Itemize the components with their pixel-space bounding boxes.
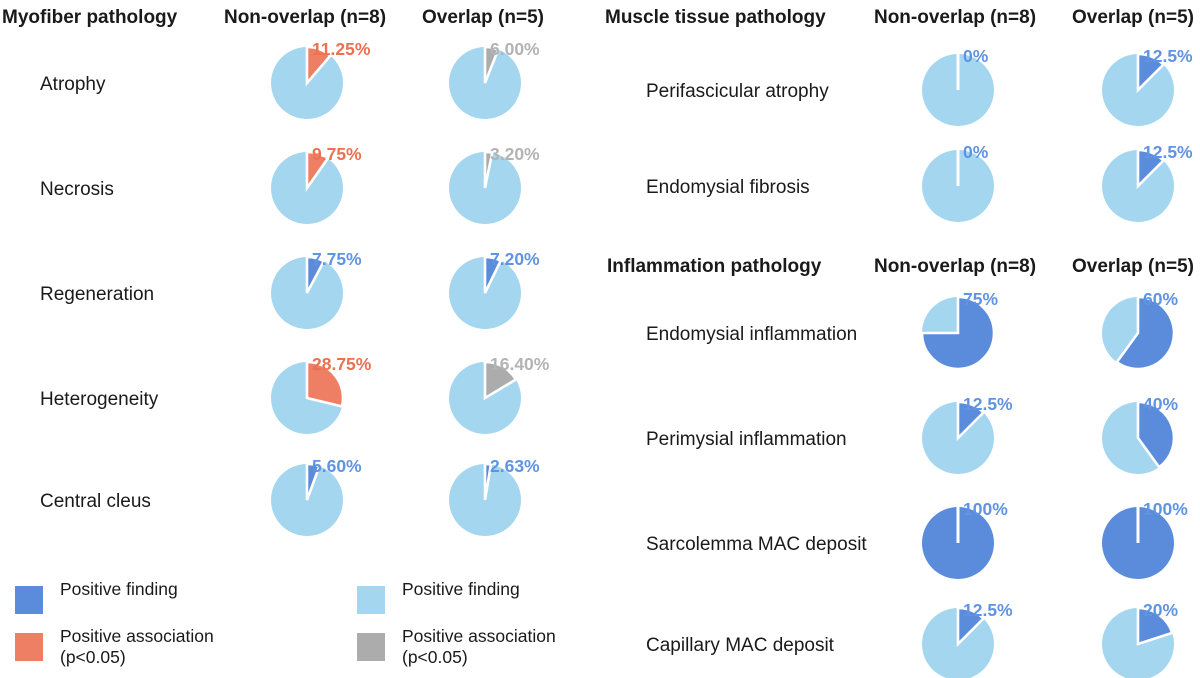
pie-regeneration-overlap [445, 253, 525, 338]
pie-necrosis-non-overlap [267, 148, 347, 233]
pie-value-label-endomysial-inflammation-overlap: 60% [1143, 289, 1179, 309]
pie-value-label-sarcolemma-mac-deposit-overlap: 100% [1143, 499, 1188, 519]
pie-central-cleus-overlap [445, 460, 525, 545]
pie-value-label-central-cleus-overlap: 2.63% [490, 456, 540, 476]
pie-regeneration-non-overlap [267, 253, 347, 338]
row-label-heterogeneity: Heterogeneity [40, 389, 159, 410]
pie-central-cleus-non-overlap [267, 460, 347, 545]
row-label-central-cleus: Central cleus [40, 491, 151, 512]
pie-value-label-heterogeneity-non-overlap: 28.75% [312, 354, 372, 374]
legend-swatch-light-blue [357, 586, 385, 614]
legend-item-positive-finding-light: Positive finding [357, 579, 520, 614]
legend-label: Positive finding [60, 579, 178, 599]
pie-value-label-capillary-mac-deposit-overlap: 20% [1143, 600, 1179, 620]
row-label-perimysial-inflammation: Perimysial inflammation [646, 429, 847, 450]
group-title-myofiber-pathology: Myofiber pathology [2, 7, 178, 28]
legend-swatch-dark-blue [15, 586, 43, 614]
legend-item-positive-association-orange: Positive association (p<0.05) [15, 626, 214, 668]
group-title-muscle-tissue-pathology: Muscle tissue pathology [605, 7, 826, 28]
legend-label: Positive association (p<0.05) [60, 626, 214, 667]
column-header-overlap-left: Overlap (n=5) [422, 7, 544, 28]
pie-perifascicular-atrophy-non-overlap [918, 50, 998, 135]
pie-value-label-perifascicular-atrophy-overlap: 12.5% [1143, 46, 1193, 66]
pie-endomysial-fibrosis-overlap [1098, 146, 1178, 231]
pie-perifascicular-atrophy-overlap [1098, 50, 1178, 135]
pie-heterogeneity-non-overlap [267, 358, 347, 443]
legend-swatch-gray [357, 633, 385, 661]
legend-item-positive-association-gray: Positive association (p<0.05) [357, 626, 556, 668]
row-label-necrosis: Necrosis [40, 179, 114, 200]
pie-endomysial-inflammation-non-overlap [918, 293, 998, 378]
pie-sarcolemma-mac-deposit-non-overlap [918, 503, 998, 588]
legend-swatch-orange [15, 633, 43, 661]
pie-value-label-atrophy-non-overlap: 11.25% [312, 39, 371, 59]
legend-label: Positive finding [402, 579, 520, 599]
column-header-overlap-inflammation: Overlap (n=5) [1072, 256, 1194, 277]
pie-value-label-necrosis-non-overlap: 9.75% [312, 144, 362, 164]
pie-heterogeneity-overlap [445, 358, 525, 443]
row-label-perifascicular-atrophy: Perifascicular atrophy [646, 81, 829, 102]
pie-value-label-central-cleus-non-overlap: 5.60% [312, 456, 362, 476]
row-label-capillary-mac-deposit: Capillary MAC deposit [646, 635, 834, 656]
row-label-endomysial-fibrosis: Endomysial fibrosis [646, 177, 810, 198]
pie-value-label-regeneration-overlap: 7.20% [490, 249, 540, 269]
pie-capillary-mac-deposit-non-overlap [918, 604, 998, 678]
pie-perimysial-inflammation-overlap [1098, 398, 1178, 483]
pie-value-label-endomysial-inflammation-non-overlap: 75% [963, 289, 999, 309]
pie-value-label-endomysial-fibrosis-non-overlap: 0% [963, 142, 989, 162]
row-label-atrophy: Atrophy [40, 74, 106, 95]
group-title-inflammation-pathology: Inflammation pathology [607, 256, 822, 277]
legend-label: Positive association (p<0.05) [402, 626, 556, 667]
pie-endomysial-inflammation-overlap [1098, 293, 1178, 378]
pie-value-label-perifascicular-atrophy-non-overlap: 0% [963, 46, 989, 66]
pie-value-label-atrophy-overlap: 6.00% [490, 39, 540, 59]
pie-value-label-heterogeneity-overlap: 16.40% [490, 354, 550, 374]
pie-endomysial-fibrosis-non-overlap [918, 146, 998, 231]
column-header-overlap-muscle: Overlap (n=5) [1072, 7, 1194, 28]
pie-value-label-sarcolemma-mac-deposit-non-overlap: 100% [963, 499, 1008, 519]
pie-value-label-perimysial-inflammation-overlap: 40% [1143, 394, 1179, 414]
column-header-non-overlap-inflammation: Non-overlap (n=8) [873, 256, 1037, 277]
pie-value-label-perimysial-inflammation-non-overlap: 12.5% [963, 394, 1013, 414]
row-label-regeneration: Regeneration [40, 284, 155, 305]
pie-necrosis-overlap [445, 148, 525, 233]
pie-value-label-capillary-mac-deposit-non-overlap: 12.5% [963, 600, 1013, 620]
pie-value-label-necrosis-overlap: 3.20% [490, 144, 540, 164]
pie-atrophy-overlap [445, 43, 525, 128]
row-label-endomysial-inflammation: Endomysial inflammation [646, 324, 858, 345]
pie-value-label-endomysial-fibrosis-overlap: 12.5% [1143, 142, 1193, 162]
legend-item-positive-finding-dark: Positive finding [15, 579, 178, 614]
row-label-sarcolemma-mac-deposit: Sarcolemma MAC deposit [646, 534, 867, 555]
pie-atrophy-non-overlap [267, 43, 347, 128]
pie-perimysial-inflammation-non-overlap [918, 398, 998, 483]
pie-value-label-regeneration-non-overlap: 7.75% [312, 249, 362, 269]
pie-capillary-mac-deposit-overlap [1098, 604, 1178, 678]
column-header-non-overlap-muscle: Non-overlap (n=8) [873, 7, 1037, 28]
pie-sarcolemma-mac-deposit-overlap [1098, 503, 1178, 588]
column-header-non-overlap-left: Non-overlap (n=8) [223, 7, 387, 28]
